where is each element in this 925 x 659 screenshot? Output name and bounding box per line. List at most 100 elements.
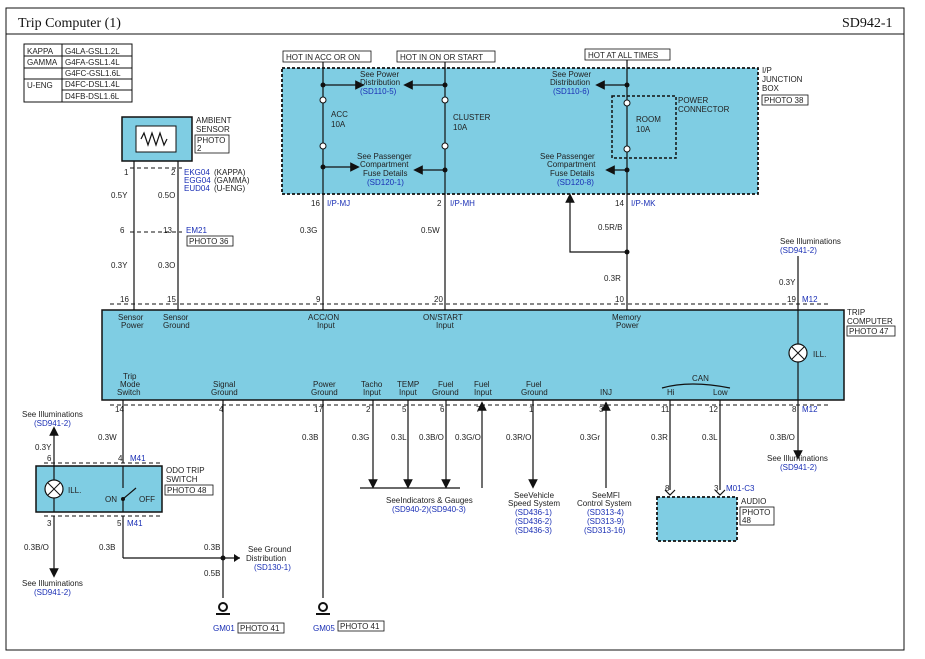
engine-name: U-ENG (27, 81, 53, 90)
wire-label: 0.3B (204, 543, 220, 552)
pin-label: 14 (115, 405, 124, 414)
em21-photo: PHOTO 36 (189, 237, 229, 246)
fuse-cluster-amp: 10A (453, 123, 468, 132)
ref-ill-code[interactable]: (SD941-2) (780, 246, 817, 255)
ref-vss-code[interactable]: (SD436-1) (515, 508, 552, 517)
tc-pin-label: Ground (211, 388, 238, 397)
sensor-code[interactable]: EUD04 (184, 184, 210, 193)
wire-label: 0.3G (300, 226, 317, 235)
ref-mfi-code[interactable]: (SD313-9) (587, 517, 624, 526)
connector-m12[interactable]: M12 (802, 405, 818, 414)
pin-label: 16 (120, 295, 129, 304)
wire-label: 0.3W (98, 433, 117, 442)
connector-imk[interactable]: I/P-MK (631, 199, 656, 208)
connector-m01c3[interactable]: M01-C3 (726, 484, 755, 493)
ref-indicators: SeeIndicators & Gauges (386, 496, 473, 505)
ref-pass-1: See Passenger (357, 152, 412, 161)
hot-acc-label: HOT IN ACC OR ON (286, 53, 360, 62)
ref-pass-2: Compartment (547, 160, 596, 169)
bottom-wires: 0.3W 0.3B 0.3G 0.3L 0.3B/O 0.3G/O 0.3R/O… (98, 237, 841, 598)
pin-label: 2 (171, 168, 176, 177)
pin-label: 2 (437, 199, 442, 208)
connector-m12[interactable]: M12 (802, 295, 818, 304)
ref-mfi: Control System (577, 499, 632, 508)
pin-label: 9 (316, 295, 321, 304)
wire-label: 0.5W (421, 226, 440, 235)
tc-pin-label: INJ (600, 388, 612, 397)
tc-pin-label: Ground (521, 388, 548, 397)
tc-title: COMPUTER (847, 317, 893, 326)
wire-label: 0.3G (352, 433, 369, 442)
tc-pin-label: Input (436, 321, 455, 330)
ref-power-2: See Power (552, 70, 591, 79)
ref-mfi-code[interactable]: (SD313-4) (587, 508, 624, 517)
ref-vss-code[interactable]: (SD436-2) (515, 517, 552, 526)
connector-imh[interactable]: I/P-MH (450, 199, 475, 208)
tc-pin-label: ON/START (423, 313, 463, 322)
ground-code[interactable]: GM05 (313, 624, 335, 633)
tc-pin-label: Ground (163, 321, 190, 330)
wire-label: 0.3G/O (455, 433, 481, 442)
engine-name: GAMMA (27, 58, 58, 67)
ref-mfi-code[interactable]: (SD313-16) (584, 526, 626, 535)
tc-pin-label: Switch (117, 388, 141, 397)
odo-on-label: ON (105, 495, 117, 504)
sensor-code-suffix: (U-ENG) (214, 184, 245, 193)
connector-m41[interactable]: M41 (127, 519, 143, 528)
ref-ill-code[interactable]: (SD941-2) (34, 419, 71, 428)
tc-pin-label: Sensor (118, 313, 144, 322)
odo-trip-switch: See Illuminations (SD941-2) 0.3Y 6 4 M41… (22, 410, 291, 597)
tc-pin-label: TEMP (397, 380, 419, 389)
ref-power-code-1[interactable]: (SD110-5) (360, 87, 397, 96)
ground-icon (318, 602, 328, 612)
sensor-code-suffix: (GAMMA) (214, 176, 250, 185)
tc-pin-label: Input (317, 321, 336, 330)
ref-vss-code[interactable]: (SD436-3) (515, 526, 552, 535)
wire-label: 0.3R (604, 274, 621, 283)
hot-always-label: HOT AT ALL TIMES (588, 51, 658, 60)
audio-photo: PHOTO (742, 508, 770, 517)
ambient-sensor: AMBIENT SENSOR PHOTO 2 EKG04 (KAPPA) EGG… (111, 116, 250, 310)
pin-label: 1 (529, 405, 534, 414)
ref-pass-code-2[interactable]: (SD120-8) (557, 178, 594, 187)
ref-indicators-code[interactable]: (SD940-2)(SD940-3) (392, 505, 466, 514)
hot-on-label: HOT IN ON OR START (400, 53, 483, 62)
sensor-code-suffix: (KAPPA) (214, 168, 246, 177)
pin-label: 5 (402, 405, 407, 414)
ref-power-code-2[interactable]: (SD110-6) (553, 87, 590, 96)
pin-label: 3 (714, 484, 719, 493)
engine-spec: G4LA-GSL1.2L (65, 47, 120, 56)
ground-code[interactable]: GM01 (213, 624, 235, 633)
power-connector-label: CONNECTOR (678, 105, 730, 114)
trip-computer: TRIP COMPUTER PHOTO 47 Sensor Power Sens… (101, 270, 896, 460)
ref-ill-code[interactable]: (SD941-2) (34, 588, 71, 597)
tc-photo: PHOTO 47 (849, 327, 889, 336)
sensor-code[interactable]: EKG04 (184, 168, 210, 177)
wire-label: 0.3R (651, 433, 668, 442)
pin-label: 4 (118, 454, 123, 463)
sensor-photo: PHOTO (197, 136, 225, 145)
pin-label: 8 (792, 405, 797, 414)
ref-ill-code[interactable]: (SD941-2) (780, 463, 817, 472)
fuse-acc-name: ACC (331, 110, 348, 119)
ref-ground-code[interactable]: (SD130-1) (254, 563, 291, 572)
wire-label: 0.5Y (111, 191, 128, 200)
tc-pin-label: Ground (311, 388, 338, 397)
pin-label: 6 (440, 405, 445, 414)
ref-ill-text: See Illuminations (767, 454, 828, 463)
pin-label: 7 (476, 405, 481, 414)
pin-label: 4 (219, 405, 224, 414)
connector-imj[interactable]: I/P-MJ (327, 199, 350, 208)
odo-title: SWITCH (166, 475, 198, 484)
ground-photo: PHOTO 41 (340, 622, 380, 631)
ref-pass-code-1[interactable]: (SD120-1) (367, 178, 404, 187)
ref-ground: Distribution (246, 554, 286, 563)
wire-label: 0.3O (158, 261, 175, 270)
wire-label: 0.3B (99, 543, 115, 552)
connector-em21[interactable]: EM21 (186, 226, 207, 235)
connector-m41[interactable]: M41 (130, 454, 146, 463)
tc-pin-label: Input (399, 388, 418, 397)
sensor-code[interactable]: EGG04 (184, 176, 211, 185)
tc-pin-label: Power (616, 321, 639, 330)
